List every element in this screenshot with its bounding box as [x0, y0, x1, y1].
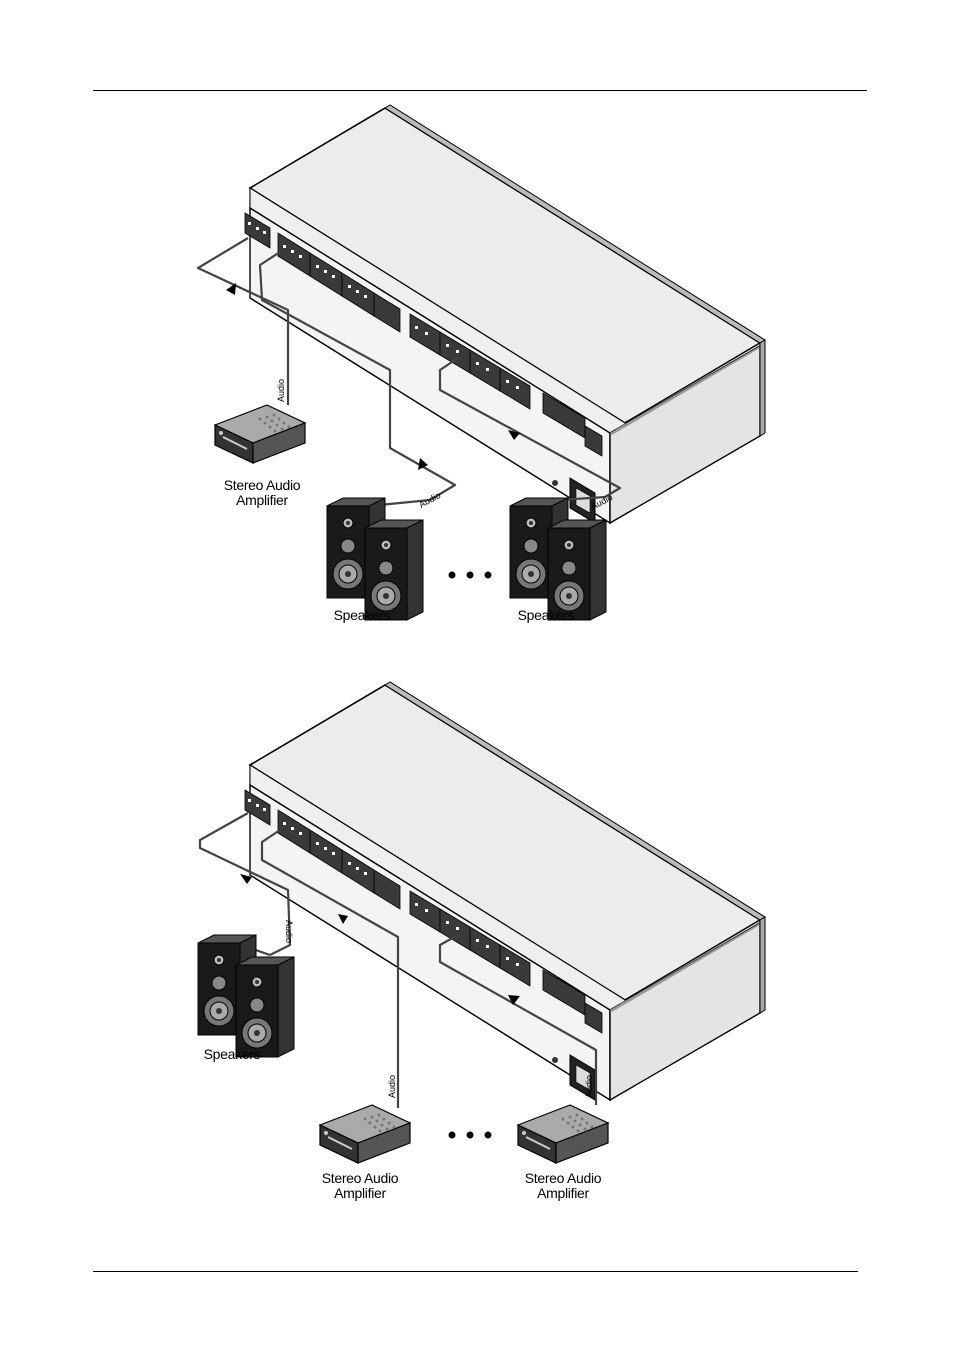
cable-speakers-2	[438, 357, 622, 498]
speakers-1-left	[326, 497, 424, 621]
ellipsis-dots-1	[448, 571, 492, 579]
cable-amp-2	[260, 829, 400, 1108]
device-chassis-1	[244, 104, 766, 524]
arrow-spk-1	[418, 458, 428, 470]
cable-speakers-3	[198, 812, 292, 956]
amplifier-label-d2-left: Stereo Audio Amplifier	[321, 1170, 399, 1201]
ellipsis-dots-2	[448, 1131, 492, 1139]
cable-label-amp2-d2: Audio	[584, 1075, 594, 1098]
diagram-2	[197, 681, 766, 1164]
footer-rule	[93, 1271, 858, 1272]
diagram-1	[196, 104, 766, 621]
amplifier-1	[214, 404, 306, 464]
cable-amp-1	[196, 237, 290, 405]
speakers-label-right: Speakers	[517, 607, 575, 623]
speakers-label-left: Speakers	[333, 607, 391, 623]
arrow-amp-3	[508, 995, 520, 1005]
arrow-amp-1	[226, 283, 236, 295]
cable-label-spk1: Audio	[417, 490, 442, 510]
arrow-spk-2	[508, 430, 520, 440]
cable-speakers-1	[258, 251, 457, 501]
cable-label-amp1-d2: Audio	[387, 1075, 397, 1098]
amplifier-2-right	[517, 1104, 609, 1164]
arrow-spk-3	[240, 874, 252, 884]
device-chassis-2	[244, 681, 766, 1101]
amplifier-2-left	[319, 1104, 411, 1164]
cable-amp-3	[438, 934, 598, 1105]
amplifier-label-d2-right: Stereo Audio Amplifier	[524, 1170, 602, 1201]
speakers-2	[197, 934, 295, 1058]
speakers-label-d2: Speakers	[203, 1046, 261, 1062]
arrow-amp-2	[338, 914, 348, 924]
amplifier-label-1: Stereo Audio Amplifier	[223, 477, 301, 508]
cable-label-amp: Audio	[276, 379, 286, 402]
header-rule	[93, 90, 867, 91]
cable-label-spk-d2: Audio	[284, 920, 294, 943]
